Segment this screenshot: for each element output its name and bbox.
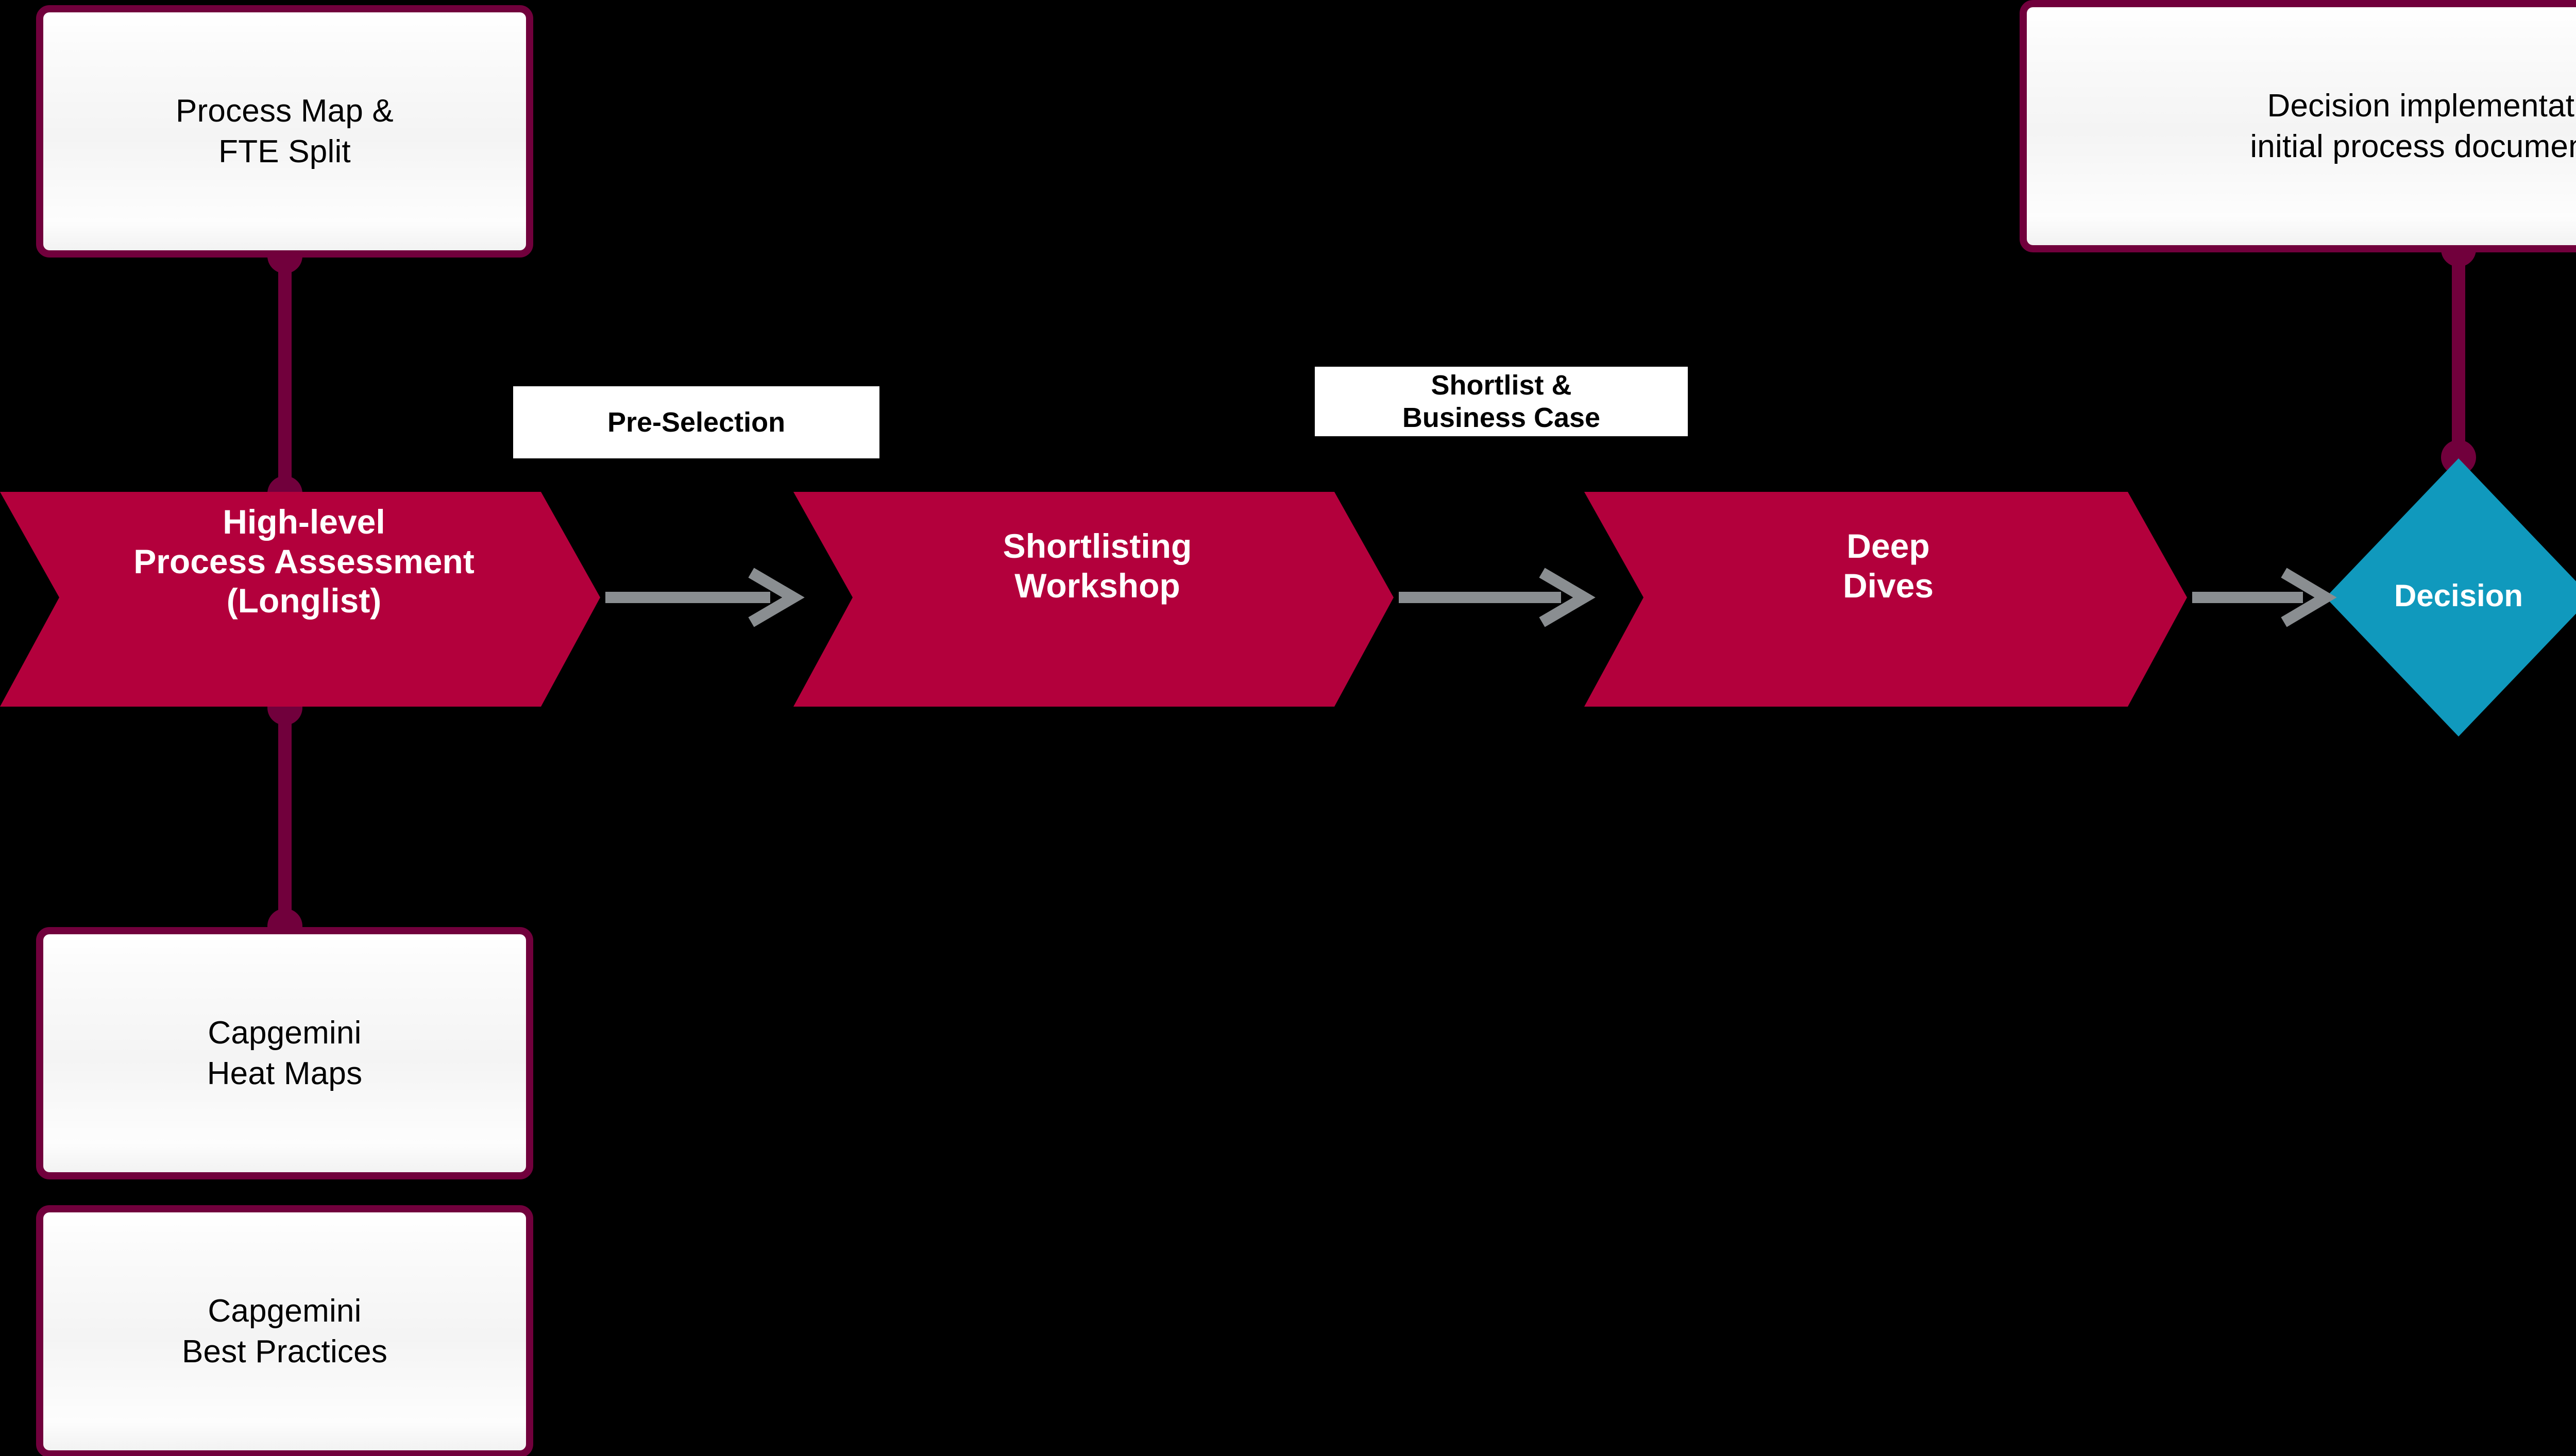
- connector-heat-maps: [267, 690, 302, 944]
- stage-chevron-deep-dives[interactable]: [1584, 492, 2187, 707]
- callout-heat-maps-label: Capgemini Heat Maps: [207, 1015, 363, 1091]
- callout-process-map[interactable]: Process Map & FTE Split: [36, 5, 533, 258]
- flow-arrow-2: [1399, 568, 1596, 627]
- connector-process-map: [267, 238, 302, 511]
- callout-process-map-label: Process Map & FTE Split: [176, 93, 394, 169]
- callout-best-practices[interactable]: Capgemini Best Practices: [36, 1205, 533, 1456]
- tag-shortlist-business-case-label: Shortlist & Business Case: [1402, 370, 1601, 433]
- flow-arrow-1: [605, 568, 805, 627]
- tag-shortlist-business-case: Shortlist & Business Case: [1315, 367, 1688, 436]
- callout-decision-implementation-label: Decision implementation & initial proces…: [2250, 88, 2576, 164]
- tag-pre-selection-label: Pre-Selection: [607, 406, 786, 438]
- flow-arrow-3: [2192, 568, 2337, 627]
- connector-decision-implementation: [2441, 232, 2476, 475]
- tag-pre-selection: Pre-Selection: [513, 386, 879, 458]
- decision-label: Decision: [2394, 578, 2523, 613]
- callout-best-practices-label: Capgemini Best Practices: [181, 1293, 388, 1369]
- stage-chevron-high-level-process-assessment[interactable]: [0, 492, 600, 707]
- stage-chevron-shortlisting-workshop[interactable]: [793, 492, 1394, 707]
- callout-heat-maps[interactable]: Capgemini Heat Maps: [36, 927, 533, 1179]
- callout-decision-implementation[interactable]: Decision implementation & initial proces…: [2020, 0, 2576, 252]
- decision-diamond[interactable]: [2326, 458, 2576, 736]
